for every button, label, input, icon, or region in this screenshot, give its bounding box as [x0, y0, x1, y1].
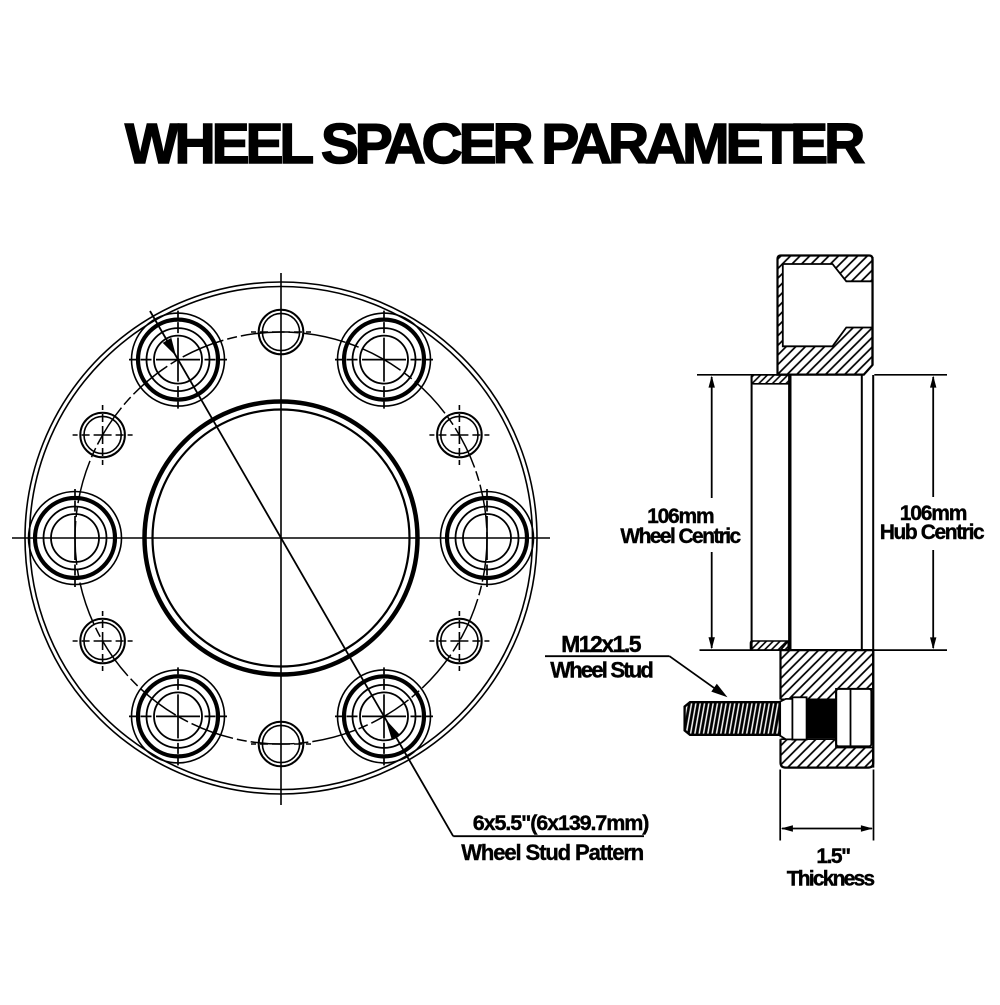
svg-text:Wheel Centric: Wheel Centric [620, 525, 741, 548]
svg-text:M12x1.5: M12x1.5 [561, 631, 642, 657]
svg-text:6x5.5"(6x139.7mm): 6x5.5"(6x139.7mm) [473, 811, 650, 835]
svg-text:106mm: 106mm [900, 502, 967, 525]
svg-text:WHEEL SPACER PARAMETER: WHEEL SPACER PARAMETER [125, 112, 864, 176]
svg-text:Hub Centric: Hub Centric [880, 521, 985, 544]
svg-text:106mm: 106mm [647, 505, 714, 528]
svg-text:Wheel Stud: Wheel Stud [550, 658, 652, 683]
svg-text:Wheel Stud Pattern: Wheel Stud Pattern [461, 840, 644, 865]
svg-text:1.5": 1.5" [816, 845, 850, 868]
svg-text:Thickness: Thickness [787, 868, 875, 891]
